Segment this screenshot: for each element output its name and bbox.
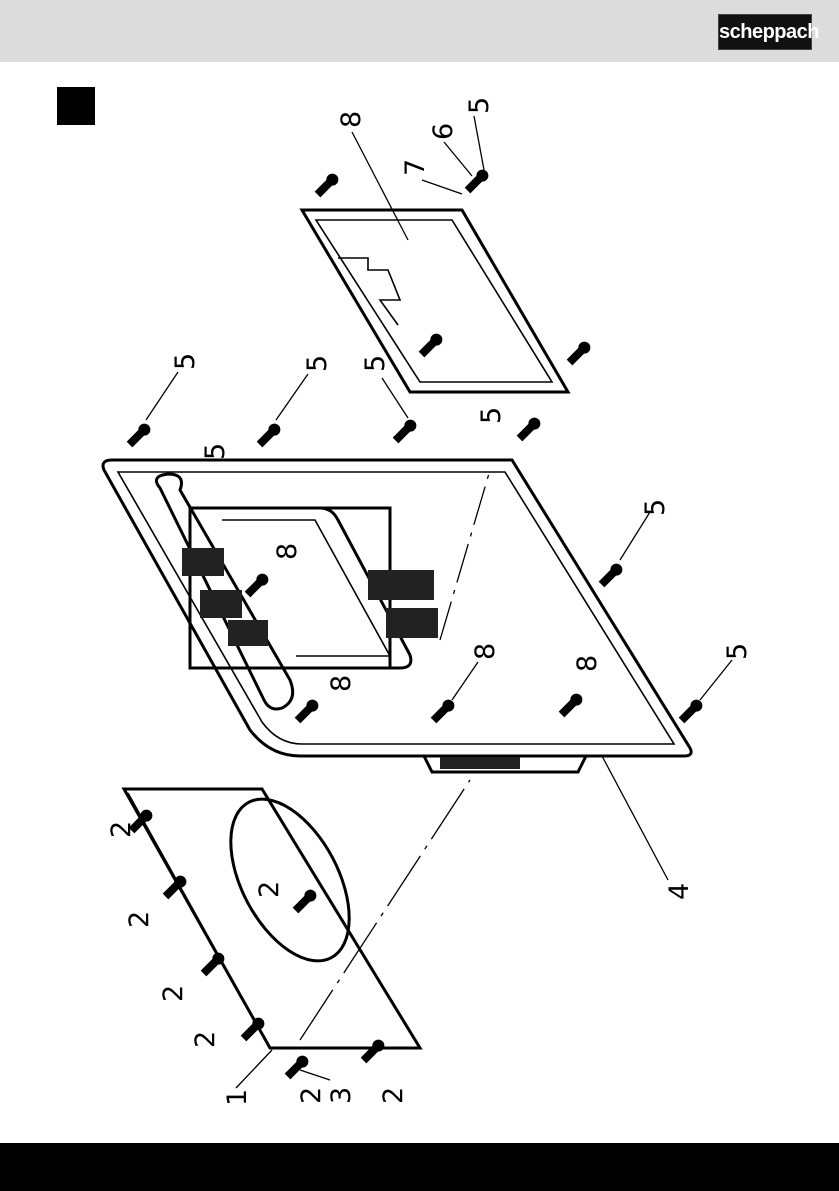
main-frame (103, 460, 691, 772)
label-2: 2 (254, 881, 285, 898)
label-5: 5 (722, 643, 753, 660)
label-3: 3 (326, 1087, 357, 1104)
door-screws (313, 167, 593, 367)
label-5: 5 (360, 355, 391, 372)
label-8: 8 (326, 675, 357, 692)
label-5: 5 (476, 407, 507, 424)
label-5: 5 (640, 499, 671, 516)
label-2: 2 (158, 985, 189, 1002)
label-2: 2 (190, 1031, 221, 1048)
label-8: 8 (336, 111, 367, 128)
label-5: 5 (302, 355, 333, 372)
label-2: 2 (106, 821, 137, 838)
label-2: 2 (124, 911, 155, 928)
door-panel (302, 210, 568, 392)
label-2: 2 (296, 1087, 327, 1104)
label-1: 1 (222, 1089, 253, 1106)
label-8: 8 (272, 543, 303, 560)
label-8: 8 (572, 655, 603, 672)
label-5: 5 (200, 443, 231, 460)
label-7: 7 (400, 159, 431, 176)
exploded-parts-diagram: 1 2 2 2 2 2 2 2 3 4 5 5 5 5 5 5 5 5 6 7 … (0, 62, 839, 1142)
page-header: scheppach (0, 0, 839, 62)
label-5: 5 (464, 97, 495, 114)
label-8: 8 (470, 643, 501, 660)
label-5: 5 (170, 353, 201, 370)
brand-logo: scheppach (718, 14, 812, 50)
page-footer (0, 1143, 839, 1191)
label-6: 6 (428, 123, 459, 140)
label-4: 4 (664, 883, 695, 900)
label-2: 2 (378, 1087, 409, 1104)
side-cover-plate (124, 780, 470, 1048)
plate-screws (127, 807, 387, 1081)
